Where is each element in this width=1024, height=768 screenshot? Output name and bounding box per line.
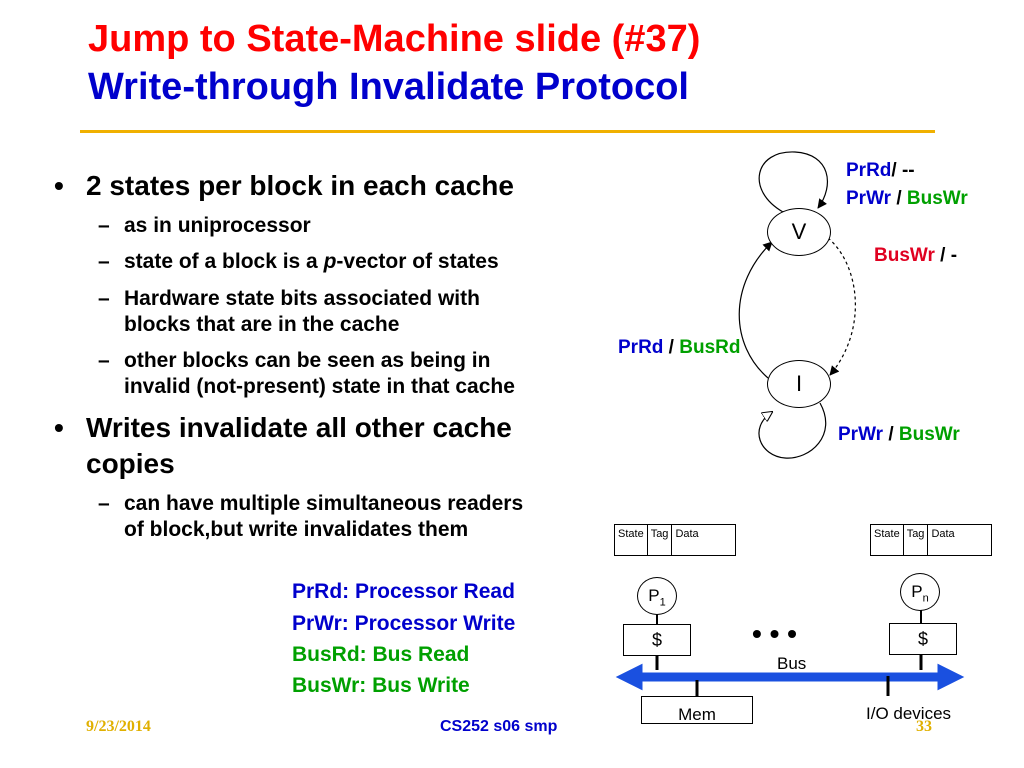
state-i-label: I (795, 371, 803, 396)
io-devices-label: I/O devices (866, 704, 952, 723)
bullet-dot: • (54, 412, 64, 443)
cache-label: $ (651, 630, 662, 650)
field-state: State (615, 525, 648, 555)
v-loop-label-prrd: PrRd/ -- (846, 160, 915, 181)
field-tag: Tag (904, 525, 929, 555)
sub-bullet-text: -vector of states (336, 250, 499, 273)
legend-prwr: PrWr: Processor Write (292, 612, 516, 635)
legend-busrd: BusRd: Bus Read (292, 643, 470, 666)
sub-bullet-continued: invalid (not-present) state in that cach… (124, 375, 515, 398)
cache-n: $ (889, 623, 957, 655)
memory-box: Mem (641, 696, 753, 724)
sub-bullet-text: other blocks can be seen as being in (124, 349, 491, 372)
processor-index: n (922, 592, 929, 605)
i-loop-label: PrWr / BusWr (838, 424, 960, 445)
bullet-1-text: 2 states per block in each cache (86, 170, 514, 201)
cache-line-format-right: State Tag Data (870, 524, 992, 556)
sub-bullet: – can have multiple simultaneous readers (98, 492, 524, 516)
footer-date: 9/23/2014 (86, 718, 151, 735)
i-to-v-label: PrRd / BusRd (618, 337, 741, 358)
i-self-loop-arrow (758, 402, 827, 459)
dash-marker: – (98, 492, 110, 515)
sub-bullet-text: can have multiple simultaneous readers (124, 492, 524, 515)
state-i: I (767, 360, 831, 408)
sub-bullet: – state of a block is a p-vector of stat… (98, 250, 499, 274)
bullet-2: • Writes invalidate all other cache (54, 412, 512, 444)
field-state: State (871, 525, 904, 555)
field-data: Data (931, 528, 955, 540)
cache-line-format-left: State Tag Data (614, 524, 736, 556)
state-v: V (767, 208, 831, 256)
sub-bullet: – Hardware state bits associated with (98, 287, 480, 311)
memory-label: Mem (678, 705, 716, 724)
i-to-v-arrow (738, 241, 773, 379)
v-to-i-label: BusWr / - (874, 245, 958, 266)
footer-course: CS252 s06 smp (440, 718, 558, 735)
v-self-loop-arrow (758, 151, 828, 213)
state-v-label: V (791, 219, 807, 244)
sub-bullet-continued: of block,but write invalidates them (124, 518, 469, 541)
slide-title-line2: Write-through Invalidate Protocol (88, 66, 689, 108)
title-divider (80, 130, 935, 133)
dash-marker: – (98, 287, 110, 310)
processor-label: P (648, 586, 660, 605)
legend-buswr: BusWr: Bus Write (292, 674, 470, 697)
bullet-2-continued: copies (86, 448, 175, 479)
dash-marker: – (98, 349, 110, 372)
bullet-dot: • (54, 170, 64, 201)
sub-bullet-text: state of a block is a (124, 250, 324, 273)
bullet-2-text: Writes invalidate all other cache (86, 412, 512, 443)
bus-label: Bus (777, 654, 807, 673)
v-loop-label-prwr: PrWr / BusWr (846, 188, 968, 209)
sub-bullet: – other blocks can be seen as being in (98, 349, 491, 373)
cache-1: $ (623, 624, 691, 656)
processor-index: 1 (659, 596, 666, 609)
footer-page-number: 33 (916, 718, 932, 735)
sub-bullet-continued: blocks that are in the cache (124, 313, 400, 336)
cache-label: $ (917, 629, 928, 649)
sub-bullet-text: Hardware state bits associated with (124, 287, 480, 310)
processor-label: P (911, 582, 923, 601)
sub-bullet-italic: p (323, 250, 337, 273)
bullet-1: • 2 states per block in each cache (54, 170, 514, 202)
dash-marker: – (98, 214, 110, 237)
processor-n: Pn (900, 573, 940, 611)
slide-title-line1: Jump to State-Machine slide (#37) (88, 18, 701, 60)
legend-prrd: PrRd: Processor Read (292, 580, 515, 603)
v-to-i-arrow (827, 237, 856, 376)
dash-marker: – (98, 250, 110, 273)
field-data: Data (675, 528, 699, 540)
ellipsis-dots: • • • (752, 618, 797, 649)
processor-1: P1 (637, 577, 677, 615)
field-tag: Tag (648, 525, 673, 555)
sub-bullet-text: as in uniprocessor (124, 214, 311, 237)
sub-bullet: – as in uniprocessor (98, 214, 311, 238)
